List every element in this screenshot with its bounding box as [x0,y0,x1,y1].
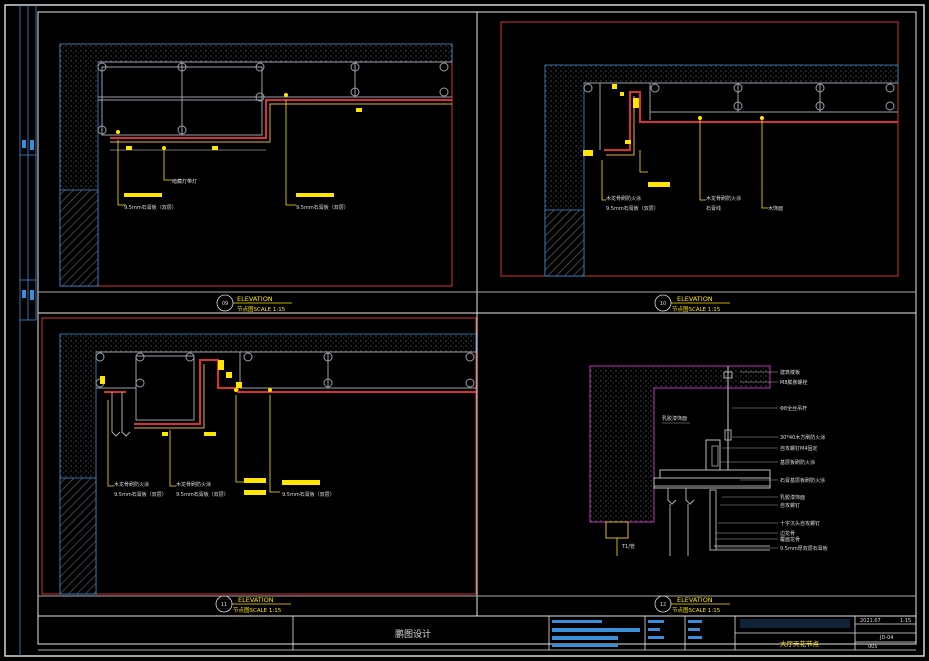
v11-label-b: 9.5mm石膏板（双层） [114,491,167,498]
view-12-subtitle: 节点图SCALE 1:15 [672,606,721,614]
view-10-title: ELEVATION [677,295,713,303]
v12-label-6: 基层板刷防火涂 [780,459,815,466]
v12-label-4: 30*40木方刷防火涂 [780,434,825,441]
view-11-number: 11 [221,602,227,608]
view-11: 木龙骨刷防火涂 9.5mm石膏板（双层） 木龙骨刷防火涂 9.5mm石膏板（双层… [41,317,477,595]
v11-label-c: 木龙骨刷防火涂 [176,481,211,488]
scale-value: 1:15 [900,618,911,624]
v09-label-a: 暗藏灯带灯 [172,178,197,185]
view-09: 暗藏灯带灯 9.5mm石膏板（双层） 9.5mm石膏板（双层） [59,43,453,287]
view-10: 木龙骨刷防火涂 9.5mm石膏板（双层） 木龙骨刷防火涂 石膏线 木饰面 [500,21,899,277]
v12-label-7: 石膏基层板刷防火涂 [780,477,825,484]
v11-label-e: 9.5mm石膏板（双层） [282,491,335,498]
v12-label-9: 自攻螺钉 [780,502,800,509]
view-09-subtitle: 节点图SCALE 1:15 [237,305,286,313]
title-block: 鹏图设计 大厅天花节点 2021.07 1:15 JD-04 005 [38,616,916,651]
v12-label-3: 乳胶漆饰面 [662,415,687,422]
v12-label-0: 建筑楼板 [780,369,800,376]
v11-label-a: 木龙骨刷防火涂 [114,481,149,488]
v10-label-b: 9.5mm石膏板（双层） [606,205,659,212]
view-tag-11: 11 ELEVATION 节点图SCALE 1:15 [215,595,291,614]
page-number: 005 [868,644,878,650]
v10-label-a: 木龙骨刷防火涂 [606,195,641,202]
view-tag-09: 09 ELEVATION 节点图SCALE 1:15 [216,294,292,313]
v11-label-d: 9.5mm石膏板（双层） [176,491,229,498]
v12-label-bottom: T1/管 [621,543,635,550]
view-10-subtitle: 节点图SCALE 1:15 [672,305,721,313]
v12-label-5: 自攻螺钉M4固定 [780,445,818,452]
v12-label-10: 十字沉头自攻螺钉 [780,520,820,527]
view-tag-12: 12 ELEVATION 节点图SCALE 1:15 [654,595,730,614]
v12-label-8: 乳胶漆饰面 [780,494,805,501]
v12-label-12: 覆面龙骨 [780,536,800,543]
left-binding-strip [19,5,37,656]
drawing-title: 大厅天花节点 [780,639,820,648]
view-11-subtitle: 节点图SCALE 1:15 [233,606,282,614]
v09-label-c: 9.5mm石膏板（双层） [296,204,349,211]
v12-label-11: 边龙骨 [780,530,795,537]
view-10-number: 10 [660,301,666,307]
v10-label-d: 石膏线 [706,205,721,212]
v12-label-1: M8膨胀螺栓 [780,379,808,386]
company-text: 鹏图设计 [395,628,431,640]
v12-label-2: Φ8全丝吊杆 [780,405,807,412]
view-12: 建筑楼板 M8膨胀螺栓 Φ8全丝吊杆 乳胶漆饰面 30*40木方刷防火涂 自攻螺… [589,365,828,556]
v12-label-13: 9.5mm厚双层石膏板 [780,545,828,552]
v09-label-b: 9.5mm石膏板（双层） [124,204,177,211]
view-12-title: ELEVATION [677,596,713,604]
date-value: 2021.07 [860,618,881,624]
view-tag-10: 10 ELEVATION 节点图SCALE 1:15 [654,294,730,313]
quadrant-grid [37,11,917,645]
view-09-number: 09 [222,301,228,307]
sheet-frame [4,4,925,657]
view-09-title: ELEVATION [237,295,273,303]
view-12-number: 12 [660,602,666,608]
v10-label-e: 木饰面 [768,205,783,212]
view-11-title: ELEVATION [238,596,274,604]
v10-label-c: 木龙骨刷防火涂 [706,195,741,202]
sheet-number: JD-04 [879,635,894,641]
